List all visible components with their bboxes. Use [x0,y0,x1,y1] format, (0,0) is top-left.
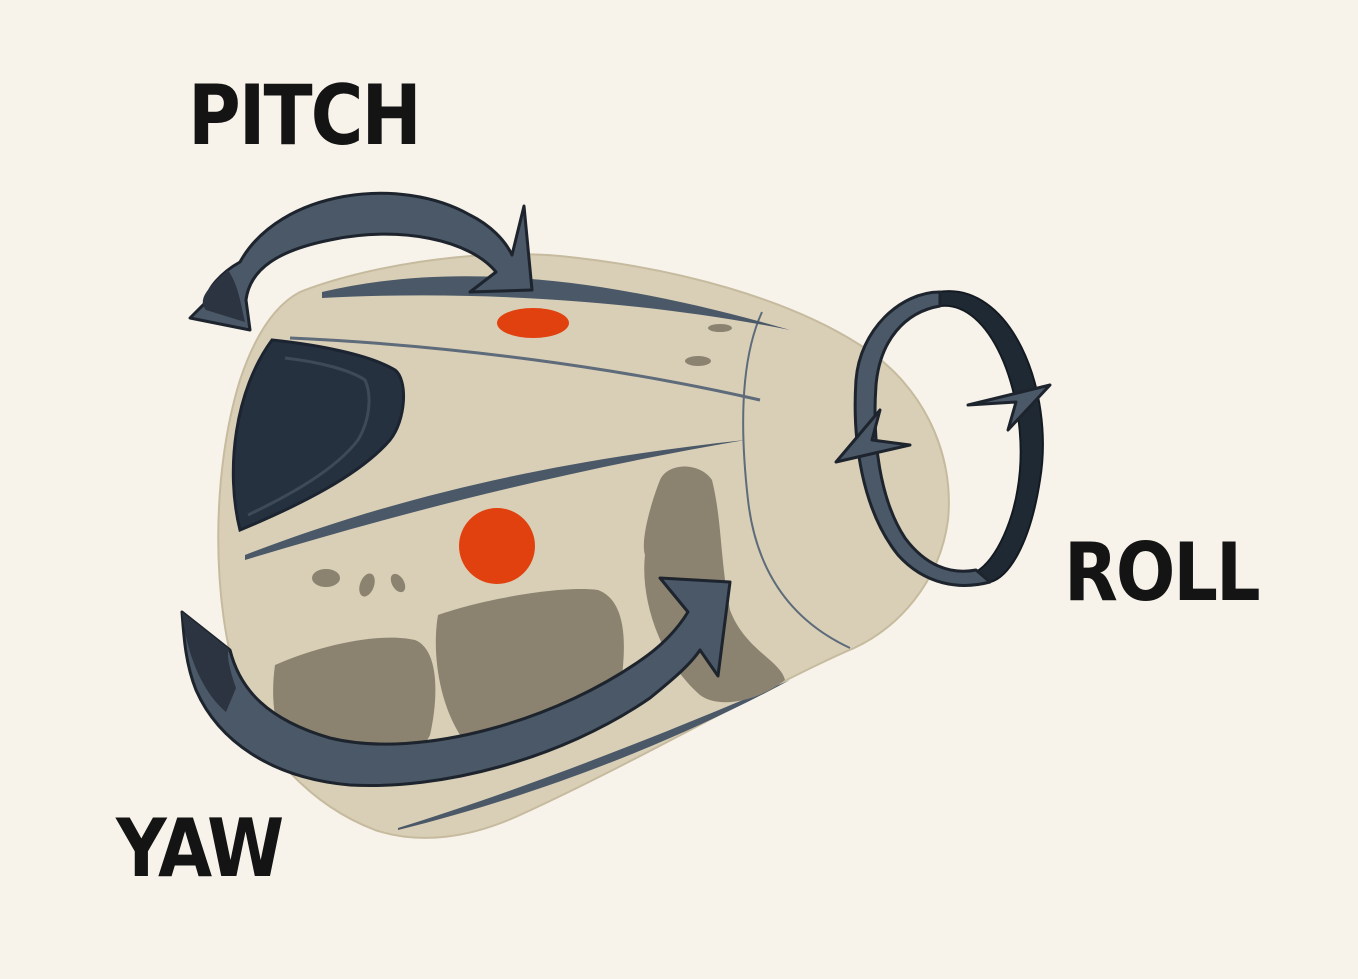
roll-ring-back [936,290,1044,584]
yaw-arrow [180,576,732,788]
roll-arrowhead-right [966,383,1052,432]
vent [359,573,375,597]
pitch-label: PITCH [188,67,422,164]
yaw-arrow-inner [182,612,236,712]
indicator-light-top [497,308,569,338]
roll-arrowhead-left [834,408,912,464]
indicator-light-side [459,508,535,584]
pitch-arrow [188,191,534,332]
yaw-label: YAW [116,801,284,896]
nose-seam [742,311,851,649]
vent [685,356,711,366]
roll-label: ROLL [1064,525,1261,620]
roll-ring-front [853,290,992,587]
hull-stripe-top [322,276,790,330]
vent [708,324,732,332]
pitch-arrow-inner [202,270,245,322]
vent [312,569,340,587]
capsule-window [231,338,405,533]
window-frame [247,356,371,517]
vent [390,573,406,593]
lower-panel-left [273,637,436,763]
hull-line-top [289,336,761,402]
